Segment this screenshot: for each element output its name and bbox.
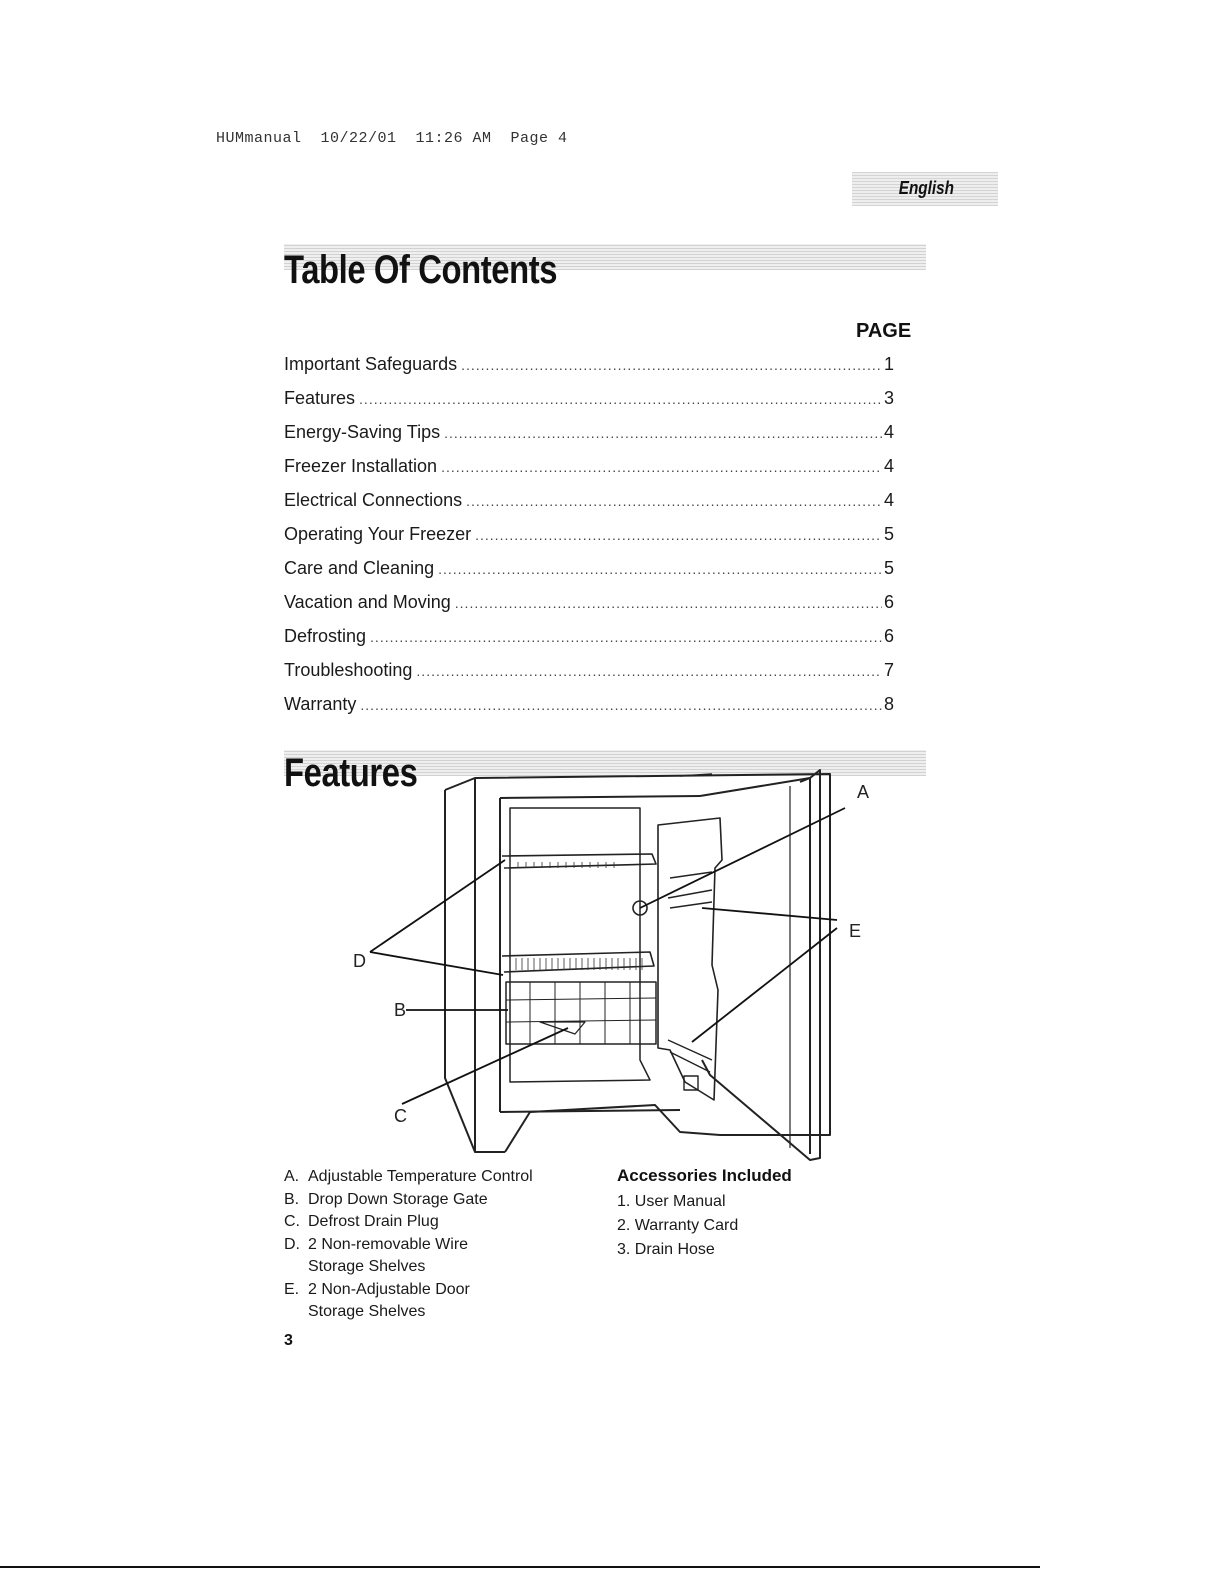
- toc-entry-page: 5: [883, 524, 894, 544]
- callout-c: C: [394, 1106, 407, 1126]
- part-key: B.: [284, 1190, 300, 1208]
- toc-entry: Care and Cleaning 5: [284, 558, 894, 592]
- toc-entry: Features 3: [284, 388, 894, 422]
- toc-entry-title: Defrosting: [284, 626, 367, 646]
- toc-entry-page: 6: [883, 626, 894, 646]
- toc-entry-page: 3: [883, 388, 894, 408]
- toc-title-band: [284, 244, 926, 270]
- part-item: D. 2 Non-removable Wire Storage Shelves: [284, 1234, 604, 1279]
- accessory-item: 2. Warranty Card: [617, 1217, 739, 1234]
- print-header: HUMmanual 10/22/01 11:26 AM Page 4: [216, 130, 568, 147]
- part-key: D.: [284, 1235, 300, 1253]
- toc-entry-page: 1: [883, 354, 894, 374]
- toc-entry: Defrosting 6: [284, 626, 894, 660]
- bottom-rule: [0, 1566, 1040, 1568]
- accessory-item: 3. Drain Hose: [617, 1241, 715, 1258]
- toc-leader: [416, 663, 882, 679]
- parts-list: A. Adjustable Temperature Control B. Drop …: [284, 1166, 604, 1324]
- freezer-diagram: A D B C E: [340, 760, 900, 1172]
- toc-entry: Warranty 8: [284, 694, 894, 728]
- part-text: Defrost Drain Plug: [308, 1213, 439, 1230]
- accessory-item: 1. User Manual: [617, 1193, 726, 1210]
- callout-d: D: [353, 951, 366, 971]
- part-item: E. 2 Non-Adjustable Door Storage Shelves: [284, 1279, 604, 1324]
- toc-entry-title: Troubleshooting: [284, 660, 413, 680]
- toc-entry-page: 4: [883, 422, 894, 442]
- language-tab-label: English: [898, 178, 954, 198]
- toc-entry: Troubleshooting 7: [284, 660, 894, 694]
- part-item: A. Adjustable Temperature Control: [284, 1166, 604, 1189]
- toc-entry-page: 8: [883, 694, 894, 714]
- callout-b: B: [394, 1000, 406, 1020]
- part-text: Drop Down Storage Gate: [308, 1190, 488, 1208]
- toc-leader: [455, 595, 882, 611]
- toc-title: Table Of Contents: [284, 248, 558, 292]
- accessories-list: 1. User Manual 2. Warranty Card 3. Drain…: [617, 1190, 897, 1262]
- freezer-illustration: A D B C E: [353, 769, 869, 1161]
- toc-leader: [370, 629, 882, 645]
- toc-entry-page: 4: [883, 490, 894, 510]
- toc-leader: [475, 527, 882, 543]
- language-tab: English: [852, 172, 998, 206]
- toc-entry: Vacation and Moving 6: [284, 592, 894, 626]
- callout-e: E: [849, 921, 861, 941]
- toc-entry: Electrical Connections 4: [284, 490, 894, 524]
- toc-leader: [438, 561, 882, 577]
- part-text: 2 Non-Adjustable Door Storage Shelves: [308, 1280, 470, 1321]
- accessories-section: Accessories Included 1. User Manual 2. W…: [617, 1166, 897, 1262]
- toc-leader: [359, 391, 882, 407]
- toc-leader: [441, 459, 882, 475]
- toc-entry-title: Features: [284, 388, 356, 408]
- toc-entry-title: Operating Your Freezer: [284, 524, 472, 544]
- toc-page-heading: PAGE: [856, 320, 912, 342]
- part-text: 2 Non-removable Wire Storage Shelves: [308, 1235, 469, 1276]
- toc-entry: Freezer Installation 4: [284, 456, 894, 490]
- toc-leader: [466, 493, 882, 509]
- part-text: Adjustable Temperature Control: [308, 1168, 533, 1185]
- toc-entry-title: Energy-Saving Tips: [284, 422, 441, 442]
- part-item: B. Drop Down Storage Gate: [284, 1189, 604, 1212]
- toc-entry-page: 7: [883, 660, 894, 680]
- toc-entry-title: Vacation and Moving: [284, 592, 451, 612]
- toc-leader: [461, 357, 882, 373]
- toc-leader: [444, 425, 882, 441]
- toc-entry-page: 4: [883, 456, 894, 476]
- toc-list: Important Safeguards 1 Features 3 Energy-S…: [284, 354, 894, 728]
- callout-a: A: [857, 782, 869, 802]
- toc-entry-title: Care and Cleaning: [284, 558, 435, 578]
- toc-entry: Important Safeguards 1: [284, 354, 894, 388]
- part-item: C. Defrost Drain Plug: [284, 1211, 604, 1234]
- toc-entry-title: Electrical Connections: [284, 490, 463, 510]
- features-title: Features: [284, 751, 418, 795]
- part-key: A.: [284, 1168, 300, 1185]
- toc-entry-title: Freezer Installation: [284, 456, 438, 476]
- part-key: E.: [284, 1280, 300, 1298]
- toc-entry-title: Warranty: [284, 694, 357, 714]
- toc-entry: Energy-Saving Tips 4: [284, 422, 894, 456]
- toc-entry-title: Important Safeguards: [284, 354, 458, 374]
- toc-entry-page: 5: [883, 558, 894, 578]
- page-number: 3: [284, 1332, 293, 1349]
- toc-entry: Operating Your Freezer 5: [284, 524, 894, 558]
- toc-leader: [360, 697, 882, 713]
- toc-entry-page: 6: [883, 592, 894, 612]
- accessories-title: Accessories Included: [617, 1166, 792, 1185]
- part-key: C.: [284, 1213, 300, 1230]
